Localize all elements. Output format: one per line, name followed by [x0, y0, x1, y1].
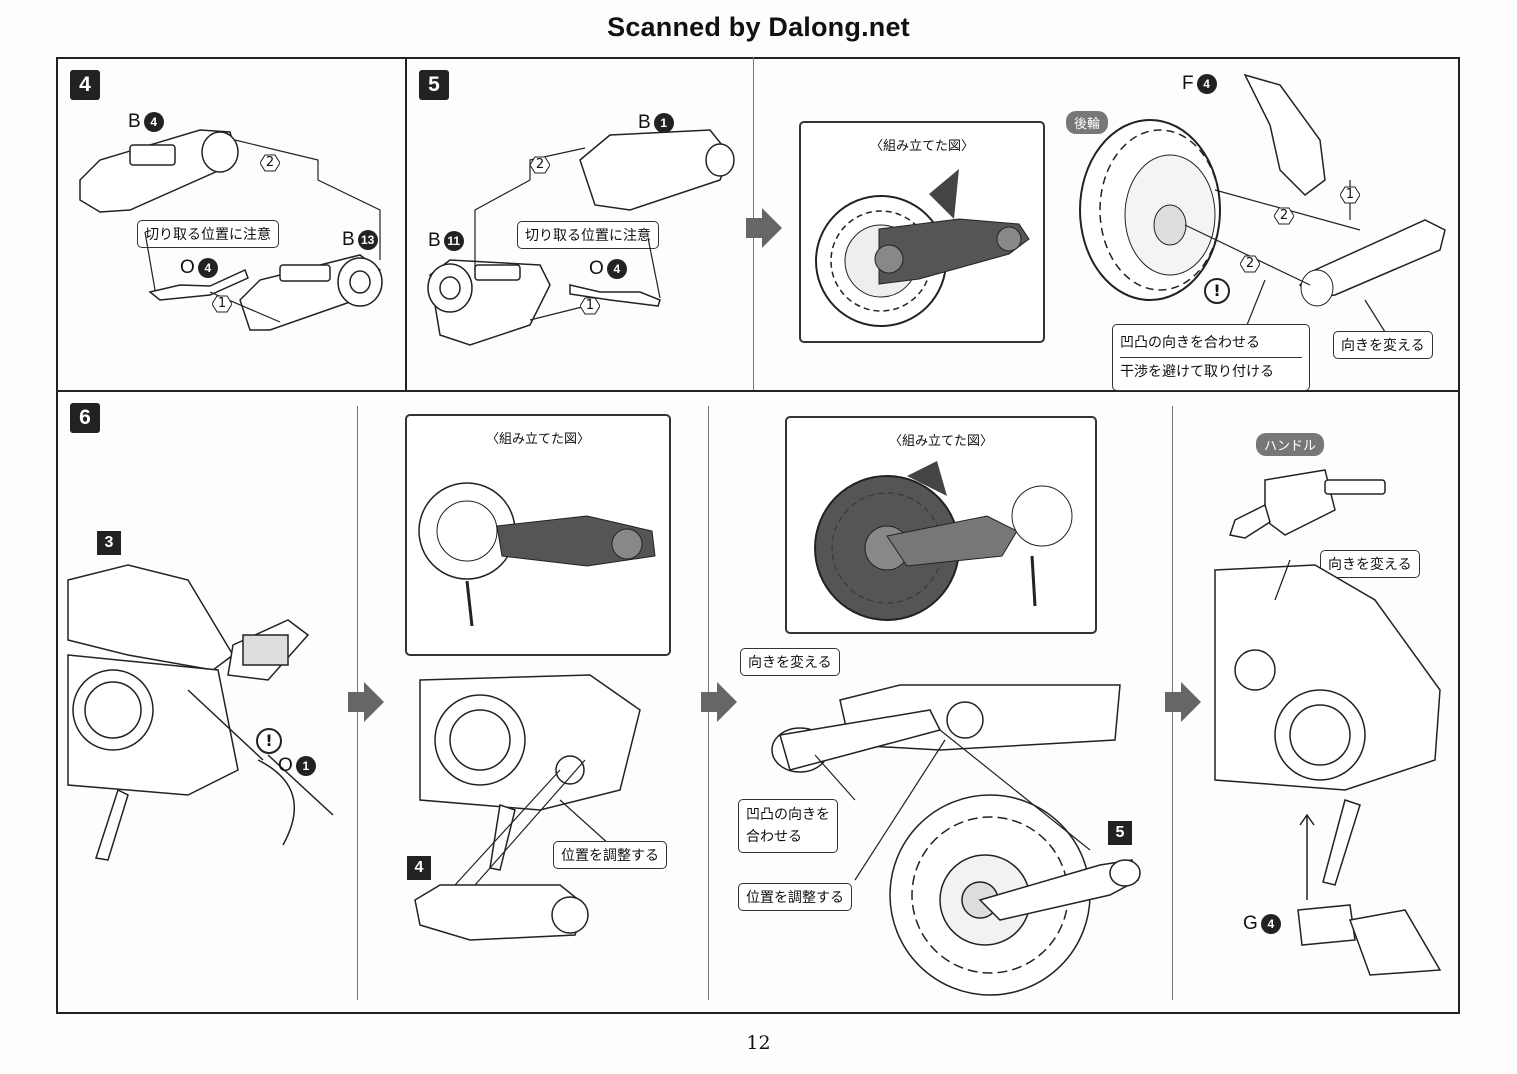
avoid-interference-note: 干渉を避けて取り付ける	[1120, 364, 1274, 380]
footpeg-part-drawing	[1297, 813, 1442, 976]
divider-step4-step5	[405, 57, 407, 390]
step-4-parts-drawing	[79, 129, 383, 331]
handlebar-drawing	[1229, 469, 1386, 539]
caution-icon: !	[1204, 278, 1230, 304]
step-arrow-icon	[746, 208, 782, 248]
assembled-view-title-6b: 〈組み立てた図〉	[485, 432, 590, 447]
instruction-frame	[56, 57, 1460, 1014]
cut-position-note-step5: 切り取る位置に注意	[517, 221, 659, 249]
rear-wheel-assembly-drawing	[1079, 73, 1446, 333]
order-marker-1: 1	[212, 295, 232, 313]
substep-4-badge: 4	[407, 856, 431, 880]
motorcycle-frame-drawing-6d	[1214, 559, 1441, 886]
align-note-line2: 合わせる	[746, 829, 802, 845]
caution-icon-step6: !	[256, 728, 282, 754]
align-note: 凹凸の向きを合わせる	[1120, 329, 1302, 358]
turn-direction-note-6c: 向きを変える	[740, 648, 840, 676]
align-and-avoid-note: 凹凸の向きを合わせる 干渉を避けて取り付ける	[1112, 324, 1310, 391]
assembled-view-inset-6b: 〈組み立てた図〉	[405, 414, 671, 656]
assembled-view-title-6c: 〈組み立てた図〉	[888, 434, 993, 449]
step-6-number: 6	[70, 403, 100, 433]
substep-3-badge: 3	[97, 531, 121, 555]
assembled-wheel-drawing	[815, 169, 1030, 327]
step-5-parts-drawing	[427, 129, 735, 346]
align-note-6c: 凹凸の向きを 合わせる	[738, 799, 838, 853]
rear-wheel-assembled-drawing	[814, 461, 1073, 621]
order-marker-2: 2	[260, 154, 280, 172]
turn-direction-note: 向きを変える	[1333, 331, 1433, 359]
step-arrow-icon	[1165, 682, 1201, 722]
step-4-number: 4	[70, 70, 100, 100]
order-marker-1-wheel: 1	[1340, 186, 1360, 204]
order-marker-2b-wheel: 2	[1240, 255, 1260, 273]
handle-tag: ハンドル	[1256, 433, 1325, 456]
turn-direction-note-6d: 向きを変える	[1320, 550, 1420, 578]
assembled-view-inset: 〈組み立てた図〉	[799, 121, 1045, 343]
substep-5-badge: 5	[1108, 821, 1132, 845]
frame-with-tail-drawing	[67, 564, 334, 861]
divider-top-bottom	[56, 390, 1460, 392]
order-marker-2-step5: 2	[530, 156, 550, 174]
step-arrow-icon	[701, 682, 737, 722]
page-number: 12	[746, 1032, 771, 1054]
swingarm-assembled-drawing	[418, 482, 656, 627]
assembled-view-inset-6c: 〈組み立てた図〉	[785, 416, 1097, 634]
engine-frame-drawing-6b	[414, 674, 641, 941]
order-marker-2a-wheel: 2	[1274, 207, 1294, 225]
swingarm-wheel-drawing-6c	[771, 684, 1141, 996]
align-note-line1: 凹凸の向きを	[746, 807, 830, 823]
step-arrow-icon	[348, 682, 384, 722]
order-marker-1-step5: 1	[580, 297, 600, 315]
rear-wheel-tag: 後輪	[1066, 111, 1109, 134]
adjust-position-note: 位置を調整する	[553, 841, 667, 869]
step-5-number: 5	[419, 70, 449, 100]
adjust-position-note-6c: 位置を調整する	[738, 883, 852, 911]
assembled-view-title: 〈組み立てた図〉	[869, 139, 974, 154]
scan-header: Scanned by Dalong.net	[607, 12, 910, 42]
cut-position-note: 切り取る位置に注意	[137, 220, 279, 248]
